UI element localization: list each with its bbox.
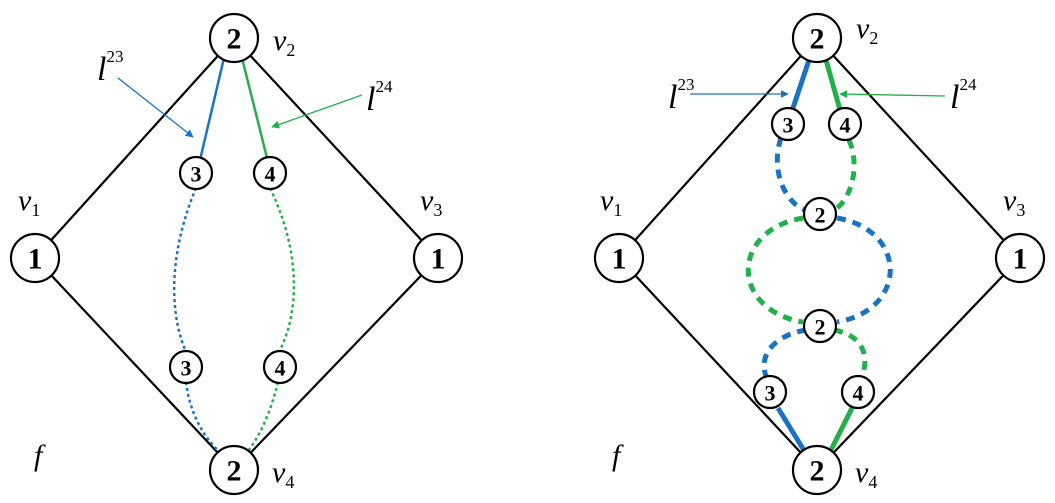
right-vname-v2: v2 xyxy=(856,12,878,48)
left-l24-arrow xyxy=(271,94,363,129)
left-node-green-upper: 4 xyxy=(252,155,288,191)
left-green-dotted-curve xyxy=(243,187,296,457)
right-vname-v1: v1 xyxy=(600,184,622,220)
svg-text:4: 4 xyxy=(853,381,864,406)
right-edge-v1-v2 xyxy=(618,37,818,259)
svg-text:3: 3 xyxy=(765,381,776,406)
left-blue-dotted-curve xyxy=(172,187,225,457)
right-l23-bottom-segment xyxy=(775,406,808,454)
right-node-green-lower: 4 xyxy=(840,374,876,410)
svg-text:3: 3 xyxy=(191,162,202,187)
left-node-v4: 2 xyxy=(208,444,260,496)
svg-text:2: 2 xyxy=(810,23,825,56)
left-l24-segment xyxy=(240,57,269,159)
right-face-label: f xyxy=(612,439,624,472)
right-green-dashed-lower xyxy=(833,327,868,377)
left-node-blue-lower: 3 xyxy=(168,349,204,385)
right-blue-dashed-middle xyxy=(836,215,893,325)
svg-text:2: 2 xyxy=(227,23,242,56)
right-node-mid-bottom: 2 xyxy=(802,308,838,344)
right-vname-v4: v4 xyxy=(855,456,877,492)
right-diagram: 2 1 1 2 3 4 2 2 xyxy=(593,12,1046,496)
svg-text:1: 1 xyxy=(1013,243,1028,276)
left-edge-v3-v4 xyxy=(233,257,439,471)
svg-text:4: 4 xyxy=(275,356,286,381)
right-node-mid-top: 2 xyxy=(802,196,838,232)
left-l23-label: l23 xyxy=(97,47,123,88)
left-node-blue-upper: 3 xyxy=(178,155,214,191)
svg-text:4: 4 xyxy=(265,162,276,187)
svg-text:2: 2 xyxy=(810,455,825,488)
svg-text:2: 2 xyxy=(815,203,826,228)
right-edge-v2-v3 xyxy=(816,37,1021,259)
right-vname-v3: v3 xyxy=(1003,184,1025,220)
right-l23-top-segment xyxy=(790,59,812,109)
left-l23-segment xyxy=(198,57,226,161)
right-blue-dashed-upper xyxy=(774,137,809,214)
left-vname-v2: v2 xyxy=(273,24,295,60)
right-blue-dashed-lower xyxy=(761,327,807,377)
right-l24-arrow xyxy=(839,90,946,99)
svg-text:4: 4 xyxy=(840,113,851,138)
svg-text:1: 1 xyxy=(28,243,43,276)
left-node-v2: 2 xyxy=(208,12,260,64)
right-l23-label: l23 xyxy=(668,75,694,116)
left-edge-v2-v3 xyxy=(233,37,439,259)
svg-text:1: 1 xyxy=(431,243,446,276)
left-face-label: f xyxy=(34,439,46,472)
right-edge-v4-v1 xyxy=(618,257,818,471)
right-node-green-upper: 4 xyxy=(827,106,863,142)
left-l23-arrow xyxy=(117,77,194,138)
left-vname-v4: v4 xyxy=(272,456,294,492)
right-green-dashed-upper xyxy=(830,139,857,214)
right-l24-label: l24 xyxy=(950,75,977,116)
svg-text:1: 1 xyxy=(612,243,627,276)
right-l24-bottom-segment xyxy=(827,406,855,454)
left-node-green-lower: 4 xyxy=(262,349,298,385)
left-vname-v1: v1 xyxy=(18,184,40,220)
right-node-v2: 2 xyxy=(791,12,843,64)
svg-text:3: 3 xyxy=(181,356,192,381)
right-l24-top-segment xyxy=(823,59,843,111)
left-node-v1: 1 xyxy=(9,232,61,284)
svg-text:3: 3 xyxy=(783,113,794,138)
svg-text:2: 2 xyxy=(227,455,242,488)
left-diagram: 2 1 1 2 3 4 3 4 v2 v xyxy=(9,12,464,496)
left-vname-v3: v3 xyxy=(420,184,442,220)
right-edge-v3-v4 xyxy=(816,257,1021,471)
left-edge-v1-v2 xyxy=(34,37,235,259)
left-l24-label: l24 xyxy=(366,77,393,118)
right-green-dashed-middle xyxy=(745,215,804,325)
right-node-blue-upper: 3 xyxy=(770,106,806,142)
left-node-v3: 1 xyxy=(412,232,464,284)
right-node-v4: 2 xyxy=(791,444,843,496)
right-node-v1: 1 xyxy=(593,232,645,284)
right-node-blue-lower: 3 xyxy=(752,374,788,410)
svg-text:2: 2 xyxy=(815,315,826,340)
left-edge-v4-v1 xyxy=(34,257,235,471)
right-node-v3: 1 xyxy=(994,232,1046,284)
